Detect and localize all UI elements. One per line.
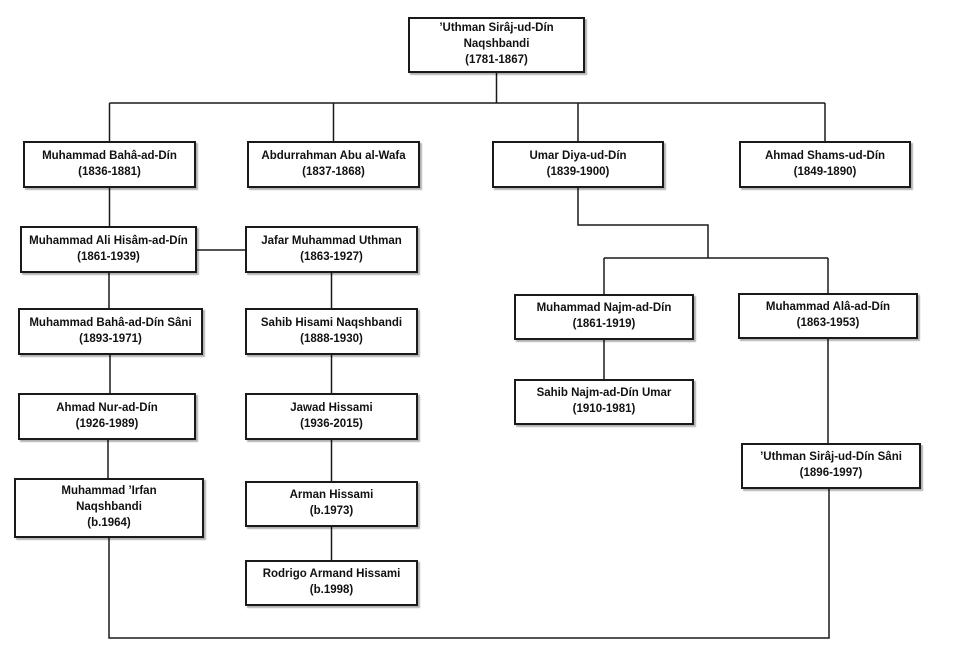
person-name: Muhammad Bahâ-ad-Dín [42, 149, 177, 162]
node-umar-diya-ud-din: Umar Diya-ud-Dín (1839-1900) [492, 141, 664, 188]
person-dates: (1861-1939) [77, 250, 140, 263]
node-muhammad-baha-ad-din-sani: Muhammad Bahâ-ad-Dín Sâni (1893-1971) [18, 308, 203, 355]
person-name: Muhammad Najm-ad-Dín [536, 302, 672, 315]
person-name: Jafar Muhammad Uthman [261, 234, 402, 247]
person-dates: (b.1964) [87, 516, 131, 529]
person-dates: (1781-1867) [465, 53, 528, 66]
person-dates: (1837-1868) [302, 165, 365, 178]
edge-bottom-loop [108, 489, 830, 639]
person-name: Jawad Hissami [290, 401, 373, 414]
node-jafar-muhammad-uthman: Jafar Muhammad Uthman (1863-1927) [245, 226, 418, 273]
person-dates: (1839-1900) [546, 165, 610, 178]
node-abdurrahman-abu-al-wafa: Abdurrahman Abu al-Wafa (1837-1868) [247, 141, 420, 188]
person-name: ’Uthman Sirâj-ud-Dín Naqshbandi [439, 22, 554, 51]
person-dates: (b.1973) [309, 505, 354, 517]
person-name: Sahib Hisami Naqshbandi [260, 316, 403, 329]
person-name: Muhammad Ali Hisâm-ad-Dín [29, 234, 188, 247]
person-name: Rodrigo Armand Hissami [262, 568, 401, 581]
node-muhammad-ala-ad-din: Muhammad Alâ-ad-Dín (1863-1953) [738, 293, 918, 339]
node-muhammad-najm-ad-din: Muhammad Najm-ad-Dín (1861-1919) [514, 294, 694, 340]
person-name: Sahib Najm-ad-Dín Umar [536, 387, 672, 400]
node-muhammad-irfan-naqshbandi: Muhammad ’Irfan Naqshbandi (b.1964) [14, 478, 204, 538]
person-name: Umar Diya-ud-Dín [529, 149, 627, 162]
person-dates: (1896-1997) [799, 467, 863, 479]
node-rodrigo-armand-hissami: Rodrigo Armand Hissami (b.1998) [245, 560, 418, 606]
person-name: Arman Hissami [289, 489, 374, 502]
person-name: Ahmad Nur-ad-Dín [56, 401, 158, 414]
person-dates: (1893-1971) [79, 332, 142, 345]
node-muhammad-ali-hisam-ad-din: Muhammad Ali Hisâm-ad-Dín (1861-1939) [20, 226, 197, 273]
edge-umar-elbow [577, 188, 709, 258]
person-dates: (1926-1989) [75, 417, 139, 430]
node-ahmad-nur-ad-din: Ahmad Nur-ad-Dín (1926-1989) [18, 393, 196, 440]
person-dates: (1861-1919) [572, 318, 636, 330]
node-jawad-hissami: Jawad Hissami (1936-2015) [245, 393, 418, 440]
person-name: Muhammad ’Irfan Naqshbandi [61, 485, 157, 514]
person-dates: (1863-1953) [796, 317, 860, 329]
node-arman-hissami: Arman Hissami (b.1973) [245, 481, 418, 527]
person-name: ’Uthman Sirâj-ud-Dín Sâni [760, 451, 902, 464]
person-dates: (1910-1981) [572, 403, 636, 415]
person-dates: (1888-1930) [300, 332, 363, 345]
person-dates: (1836-1881) [78, 165, 141, 178]
person-dates: (1863-1927) [300, 250, 363, 263]
person-name: Abdurrahman Abu al-Wafa [261, 149, 406, 162]
person-name: Ahmad Shams-ud-Dín [764, 149, 886, 162]
node-uthman-siraj-ud-din-sani: ’Uthman Sirâj-ud-Dín Sâni (1896-1997) [741, 443, 921, 489]
node-sahib-najm-ad-din-umar: Sahib Najm-ad-Dín Umar (1910-1981) [514, 379, 694, 425]
person-dates: (1936-2015) [300, 417, 363, 430]
person-name: Muhammad Bahâ-ad-Dín Sâni [29, 316, 192, 329]
person-dates: (1849-1890) [793, 165, 857, 178]
person-dates: (b.1998) [309, 584, 354, 596]
node-sahib-hisami-naqshbandi: Sahib Hisami Naqshbandi (1888-1930) [245, 308, 418, 355]
node-muhammad-baha-ad-din: Muhammad Bahâ-ad-Dín (1836-1881) [23, 141, 196, 188]
node-uthman-siraj-ud-din: ’Uthman Sirâj-ud-Dín Naqshbandi (1781-18… [408, 17, 585, 73]
person-name: Muhammad Alâ-ad-Dín [765, 301, 891, 314]
node-ahmad-shams-ud-din: Ahmad Shams-ud-Dín (1849-1890) [739, 141, 911, 188]
